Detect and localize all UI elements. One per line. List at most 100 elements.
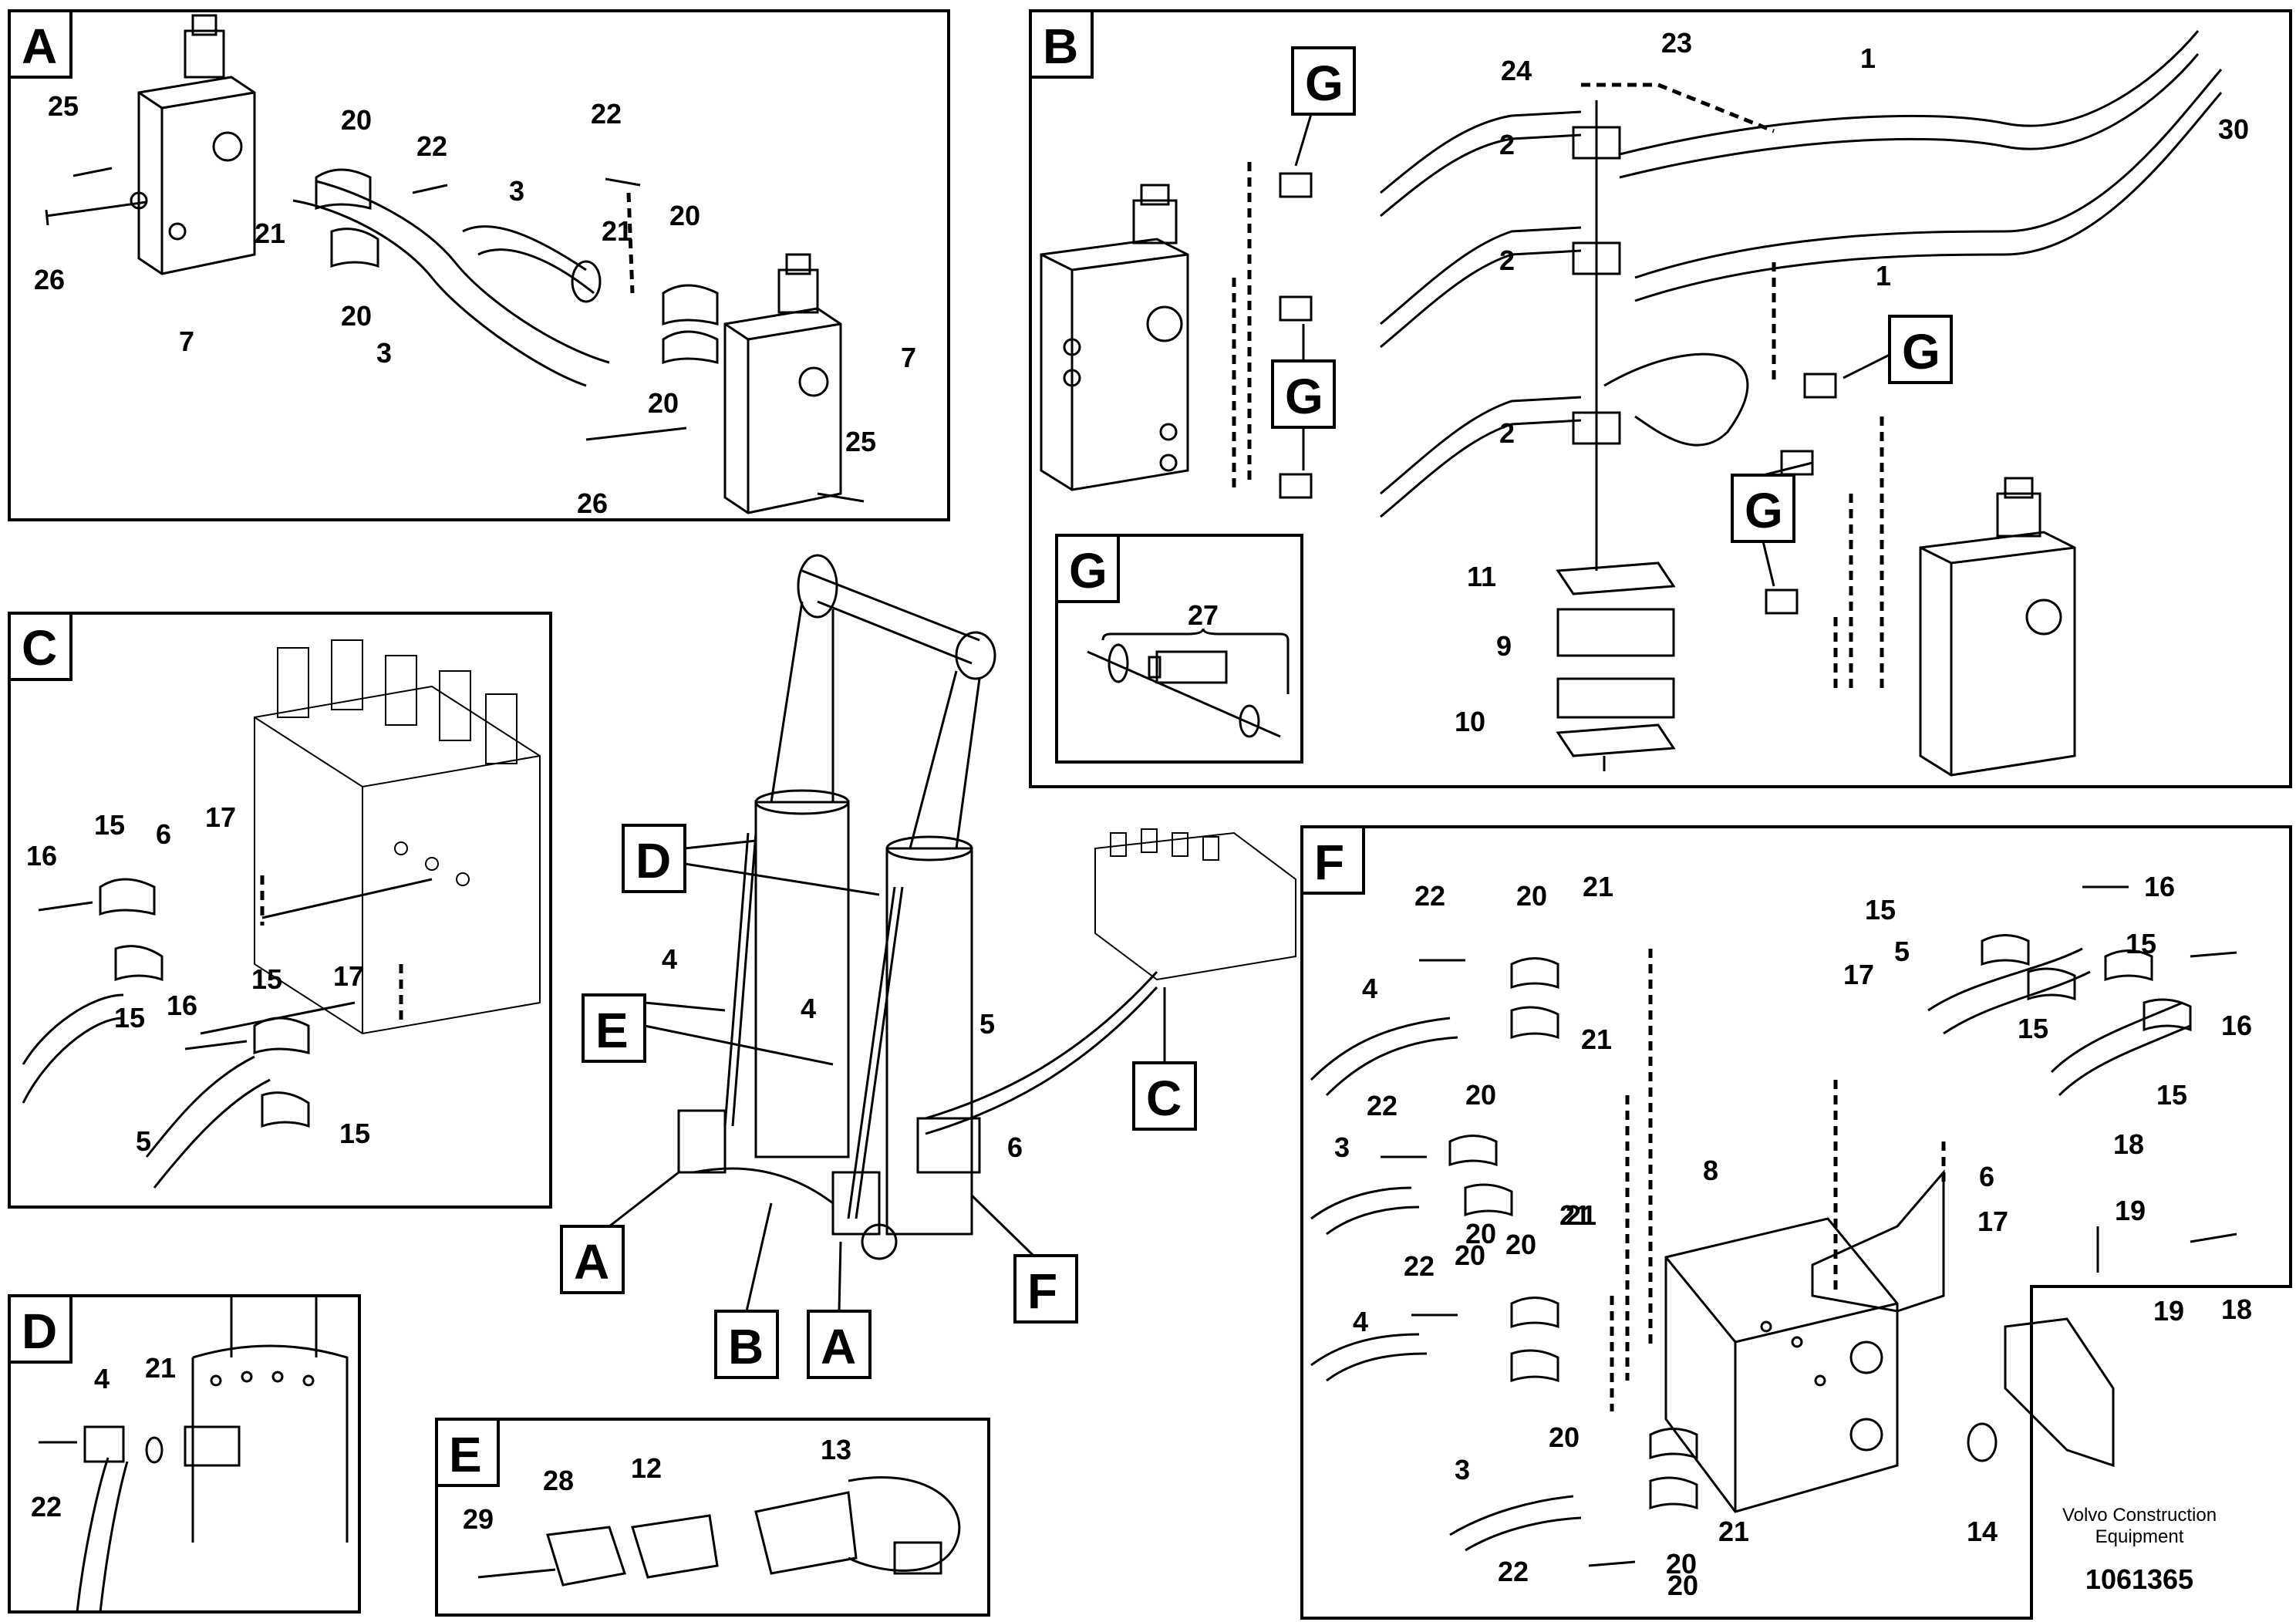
callout-label: 8: [1703, 1155, 1718, 1186]
control-valve-icon: [1094, 828, 1296, 981]
clamp-icon: [477, 1476, 961, 1587]
callout-label: 6: [156, 818, 171, 850]
callout-label: 20: [341, 104, 372, 136]
manifold-block-icon: [1664, 1217, 1899, 1513]
callout-label: 20: [1505, 1229, 1536, 1260]
callout-label: 20: [1666, 1548, 1697, 1580]
tee-block-icon: [1572, 100, 1621, 571]
callout-label: 20: [1465, 1218, 1496, 1249]
callout-label: 21: [1583, 871, 1613, 902]
hose-icon: [723, 832, 1158, 1219]
callout-label: G: [1745, 483, 1783, 538]
panel-g-tag: G: [1069, 543, 1108, 599]
callout-label: 2: [1499, 244, 1515, 276]
callout-label: F: [1027, 1263, 1057, 1319]
panel-d-tag: D: [22, 1303, 57, 1359]
callout-label: 17: [1843, 959, 1874, 990]
callout-label: 16: [26, 840, 57, 872]
callout-label: 4: [1362, 973, 1377, 1004]
callout-label: 15: [94, 809, 125, 841]
callout-label: 21: [1718, 1516, 1749, 1547]
callout-label: 18: [2113, 1128, 2144, 1160]
center-assembly: D E C A B A F 4 4 5 6: [560, 554, 1296, 1379]
bolt-icon: [412, 177, 865, 503]
callout-label: 20: [1549, 1421, 1580, 1453]
callout-label: 20: [1516, 880, 1547, 912]
panel-b: B: [1029, 9, 2292, 788]
panel-f-frame: [1300, 825, 2292, 1620]
callout-label: 27: [1188, 599, 1219, 631]
panel-a-tag: A: [22, 19, 57, 74]
callout-label: G: [1285, 369, 1323, 424]
callout-label: 21: [255, 218, 285, 249]
callout-label: 19: [2115, 1195, 2146, 1226]
bolt-icon: [45, 167, 147, 226]
callout-label: 15: [339, 1118, 370, 1149]
callout-label: 16: [167, 990, 197, 1021]
callout-label: 7: [179, 325, 194, 357]
callout-label: 20: [1455, 1239, 1485, 1271]
callout-label: 3: [1334, 1131, 1350, 1163]
panel-g-inset: G 27: [1055, 534, 1303, 764]
boom-cylinder-icon: [754, 554, 996, 1236]
callout-label: A: [821, 1319, 856, 1374]
callout-label: 22: [1498, 1556, 1529, 1587]
hose-icon: [39, 1425, 164, 1613]
callout-label: 19: [2153, 1295, 2184, 1327]
callout-label: C: [1146, 1071, 1182, 1126]
hose-icon: [292, 180, 610, 387]
company-name-line2: Equipment: [2095, 1526, 2184, 1547]
callout-box: [560, 824, 1197, 1379]
fitting-icon: [1279, 172, 1837, 615]
panel-c-tag: C: [22, 620, 57, 676]
callout-label: 21: [1559, 1199, 1590, 1231]
company-name-line1: Volvo Construction: [2062, 1505, 2217, 1526]
callout-label: 20: [341, 300, 372, 332]
panel-e-tag-box: [435, 1418, 500, 1487]
callout-label: 17: [1977, 1206, 2008, 1237]
panel-c: C: [8, 612, 552, 1209]
callout-label: 21: [145, 1352, 176, 1384]
callout-label: 25: [845, 426, 876, 457]
callout-label: G: [1305, 56, 1344, 111]
callout-label: 23: [1661, 27, 1692, 59]
callout-box: [1271, 46, 1953, 543]
callout-label: 16: [2221, 1010, 2252, 1041]
callout-label: 22: [591, 98, 622, 130]
panel-d-tag-box: [8, 1294, 72, 1364]
panel-d: D 4 21 22: [8, 1294, 361, 1614]
callout-label: 16: [2144, 871, 2175, 902]
hose-icon: [1310, 947, 2191, 1552]
callout-label: 15: [2126, 928, 2156, 959]
callout-label: 7: [901, 342, 916, 373]
callout-label: 26: [577, 487, 608, 519]
callout-label: 3: [1455, 1454, 1470, 1485]
bolt-icon: [38, 901, 248, 1050]
callout-label: D: [636, 833, 671, 889]
callout-label: 5: [136, 1125, 151, 1157]
callout-label: 6: [1979, 1161, 1994, 1192]
valve-block-icon: [130, 14, 256, 275]
flange-half-icon: [315, 168, 719, 365]
clamp-icon: [1556, 561, 1676, 771]
callout-label: 4: [662, 943, 677, 975]
callout-label: 21: [602, 215, 632, 247]
callout-label: 22: [1404, 1250, 1435, 1282]
panel-a-tag-box: [8, 9, 72, 79]
valve-block-icon: [723, 253, 842, 514]
cylinder-icon: [184, 1296, 349, 1543]
hose-icon: [22, 878, 433, 1189]
callout-label: 15: [1865, 894, 1896, 926]
callout-label: 22: [31, 1491, 62, 1523]
callout-label: 3: [509, 175, 524, 207]
callout-label: A: [574, 1234, 609, 1290]
callout-label: 9: [1496, 630, 1512, 662]
callout-label: 20: [669, 200, 700, 231]
callout-label: E: [595, 1003, 629, 1058]
callout-label: 15: [2156, 1079, 2187, 1111]
callout-label: 20: [1667, 1570, 1698, 1601]
callout-label: 2: [1499, 417, 1515, 449]
panel-d-frame: [8, 1294, 361, 1614]
callout-label: 30: [2218, 113, 2249, 145]
callout-label: 10: [1455, 706, 1485, 737]
